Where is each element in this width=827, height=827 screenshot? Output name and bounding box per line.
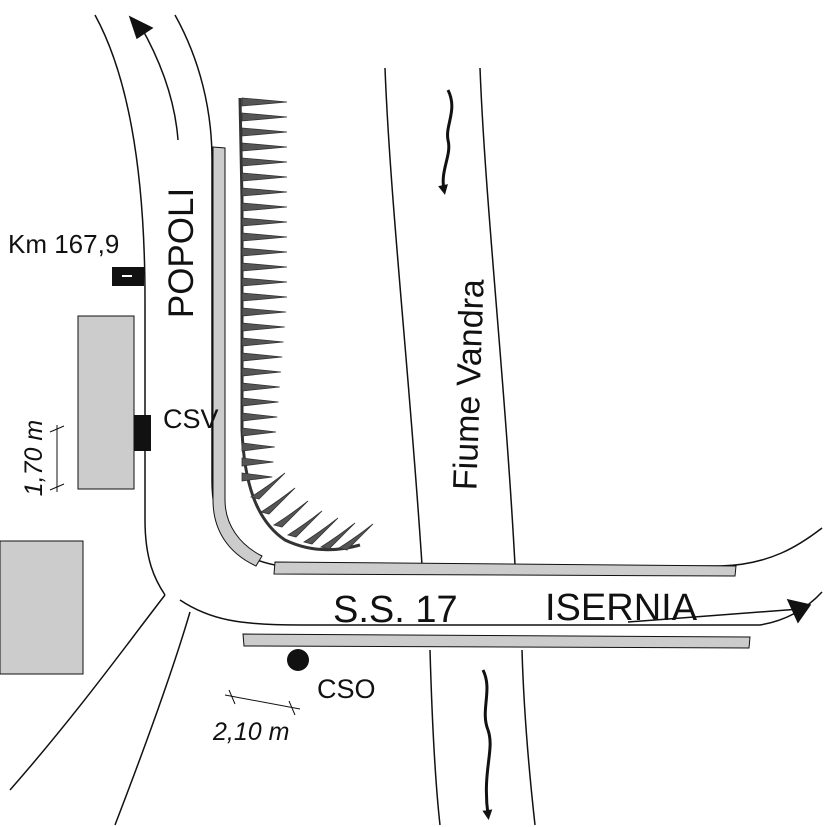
station-csv-label: CSV	[163, 404, 219, 434]
river-label: Fiume Vandra	[446, 278, 491, 490]
road-direction-arrow-icon	[786, 598, 812, 624]
hatch-tooth	[241, 217, 288, 227]
flow-arrow-icon	[481, 669, 493, 820]
road-direction-line-east	[627, 608, 801, 623]
dim-vertical-label: 1,70 m	[20, 420, 48, 496]
hatch-tooth	[259, 487, 296, 515]
building-1	[77, 315, 135, 490]
arrows	[438, 89, 493, 820]
hatch-tooth	[241, 337, 284, 347]
buildings	[0, 315, 135, 675]
road-name-label: S.S. 17	[333, 589, 458, 631]
road-south-west-branch-1	[9, 594, 166, 791]
hatch-tooth	[241, 457, 274, 467]
hatch-tooth	[241, 142, 288, 152]
dim-horizontal-tick-left	[228, 689, 236, 705]
dim-vertical-tick-top	[49, 425, 65, 433]
hatch-tooth	[241, 127, 288, 137]
embankment-spine	[238, 97, 361, 552]
kerb-west-popoli	[212, 146, 263, 567]
hatch-tooth	[241, 442, 275, 452]
hatch-tooth	[249, 472, 286, 500]
hatch-tooth	[241, 322, 285, 332]
station-cso-label: CSO	[317, 674, 376, 704]
road-direction-arrows	[128, 15, 812, 624]
embankment-hatching	[238, 97, 374, 552]
hatch-tooth	[241, 412, 278, 422]
dimension-lines	[49, 425, 301, 716]
dim-horizontal-line	[224, 694, 301, 710]
road-east-label: ISERNIA	[545, 587, 698, 629]
hatch-tooth	[241, 172, 288, 182]
hatch-tooth	[337, 523, 374, 551]
dim-horizontal-tick-right	[288, 700, 296, 716]
road-north-label: POPOLI	[162, 188, 201, 318]
hatch-tooth	[272, 500, 309, 528]
hatch-tooth	[241, 472, 273, 482]
hatch-tooth	[241, 397, 279, 407]
river	[384, 67, 536, 826]
river-east-bank	[479, 67, 516, 566]
labels: POPOLI ISERNIA S.S. 17 Fiume Vandra Km 1…	[8, 188, 698, 746]
hatch-tooth	[241, 202, 288, 212]
hatch-tooth	[241, 262, 288, 272]
hatch-tooth	[241, 367, 282, 377]
flow-arrow-icon	[438, 89, 454, 195]
hatch-tooth	[241, 157, 288, 167]
hatch-tooth	[241, 97, 288, 107]
km-marker-slot	[122, 275, 132, 277]
dim-vertical-tick-bottom	[49, 483, 65, 491]
hatch-tooth	[241, 427, 277, 437]
road-direction-arrow-icon	[128, 15, 154, 40]
river-west-bank-south	[429, 649, 441, 826]
station-marker-icon	[134, 415, 151, 451]
dim-horizontal-label: 2,10 m	[212, 718, 289, 746]
hatch-tooth	[241, 232, 288, 242]
road-north-lane-line	[139, 24, 179, 141]
river-west-bank	[384, 67, 423, 566]
road-south-west-branch-2	[114, 611, 191, 826]
hatch-tooth	[241, 112, 288, 122]
river-east-bank-south	[521, 649, 536, 826]
kerbs	[212, 146, 751, 649]
building-2	[0, 540, 84, 675]
hatch-tooth	[302, 517, 339, 545]
hatch-tooth	[319, 522, 356, 550]
hatch-tooth	[241, 187, 288, 197]
hatch-tooth	[241, 277, 288, 287]
road-north-west-edge	[94, 14, 166, 596]
hatch-tooth	[286, 510, 323, 538]
station-marker-icon	[287, 649, 309, 671]
hatch-tooth	[241, 307, 287, 317]
km-marker-label: Km 167,9	[8, 229, 119, 259]
road-edges	[9, 14, 823, 826]
hatch-teeth	[241, 97, 374, 551]
stations	[112, 267, 309, 671]
hatch-tooth	[241, 292, 288, 302]
road-south-edge	[179, 591, 823, 626]
kerb-north-ss17	[273, 561, 737, 577]
hatch-tooth	[241, 352, 283, 362]
hatch-tooth	[241, 382, 280, 392]
kerb-south-ss17	[242, 633, 751, 649]
hatch-tooth	[241, 247, 288, 257]
